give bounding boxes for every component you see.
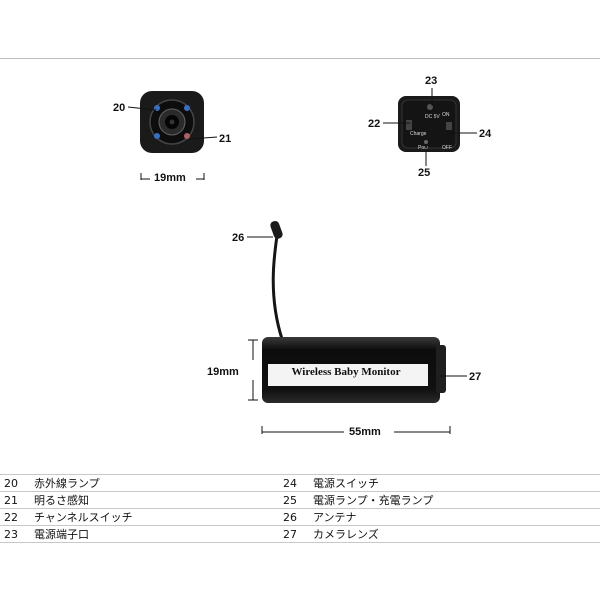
legend-text: 電源端子口 <box>30 525 279 543</box>
ir-led-icon <box>184 105 190 111</box>
legend-text: 明るさ感知 <box>30 491 279 509</box>
legend-num: 22 <box>0 508 30 526</box>
legend-text: チャンネルスイッチ <box>30 508 279 526</box>
legend-text: 電源ランプ・充電ランプ <box>309 491 600 509</box>
leader-line-20 <box>128 106 157 111</box>
legend-num: 20 <box>0 474 30 492</box>
ir-led-icon <box>154 133 160 139</box>
legend-text: 赤外線ランプ <box>30 474 279 492</box>
legend-num: 27 <box>279 525 309 543</box>
antenna-wire <box>271 228 284 340</box>
back-on-label: ON <box>442 112 450 118</box>
callout-22: 22 <box>368 118 381 130</box>
back-charge-label: Charge <box>410 131 427 137</box>
body-height-dimension-line <box>248 339 258 401</box>
leader-line-21 <box>190 136 218 140</box>
legend-text: カメラレンズ <box>309 525 600 543</box>
table-row: 21 明るさ感知 25 電源ランプ・充電ランプ <box>0 491 600 509</box>
callout-25: 25 <box>418 167 431 179</box>
camera-front-view <box>140 91 204 153</box>
legend-num: 23 <box>0 525 30 543</box>
camera-lens-end <box>436 345 446 393</box>
antenna-tip <box>270 220 283 239</box>
back-off-label: OFF <box>442 145 452 151</box>
callout-23: 23 <box>425 75 438 87</box>
back-dc-label: DC 5V <box>425 114 440 120</box>
legend-text: アンテナ <box>309 508 600 526</box>
back-pow-label: Pow <box>418 145 428 151</box>
legend-num: 24 <box>279 474 309 492</box>
table-row: 22 チャンネルスイッチ 26 アンテナ <box>0 508 600 526</box>
leader-line-22 <box>383 122 410 124</box>
camera-side-illustration <box>262 220 446 403</box>
table-row: 23 電源端子口 27 カメラレンズ <box>0 525 600 543</box>
legend-num: 25 <box>279 491 309 509</box>
channel-switch-icon <box>406 120 412 130</box>
power-switch-icon <box>446 122 452 130</box>
table-row: 20 赤外線ランプ 24 電源スイッチ <box>0 474 600 492</box>
callout-27: 27 <box>469 371 482 383</box>
parts-legend-table: 20 赤外線ランプ 24 電源スイッチ 21 明るさ感知 25 電源ランプ・充電… <box>0 474 600 543</box>
camera-front-illustration <box>149 99 195 145</box>
legend-num: 21 <box>0 491 30 509</box>
legend-text: 電源スイッチ <box>309 474 600 492</box>
leader-line-26 <box>247 236 273 238</box>
callout-24: 24 <box>479 128 492 140</box>
front-width-label: 19mm <box>154 172 186 184</box>
callout-20: 20 <box>113 102 126 114</box>
legend-num: 26 <box>279 508 309 526</box>
body-length-label: 55mm <box>349 426 381 438</box>
leader-line-27 <box>440 375 467 377</box>
power-led-icon <box>424 140 428 144</box>
body-label-text: Wireless Baby Monitor <box>291 366 401 378</box>
body-height-label: 19mm <box>207 366 239 378</box>
leader-line-25 <box>425 146 427 166</box>
body-label-strip <box>268 364 428 386</box>
callout-21: 21 <box>219 133 232 145</box>
camera-back-view: DC 5V ON Charge Pow OFF <box>398 96 460 152</box>
leader-line-24 <box>448 132 477 134</box>
leader-line-23 <box>431 88 433 106</box>
top-divider <box>0 58 600 59</box>
light-sensor-icon <box>184 133 190 139</box>
callout-26: 26 <box>232 232 245 244</box>
body-length-dimension-line <box>261 426 451 434</box>
front-width-dimension-line <box>140 173 205 180</box>
